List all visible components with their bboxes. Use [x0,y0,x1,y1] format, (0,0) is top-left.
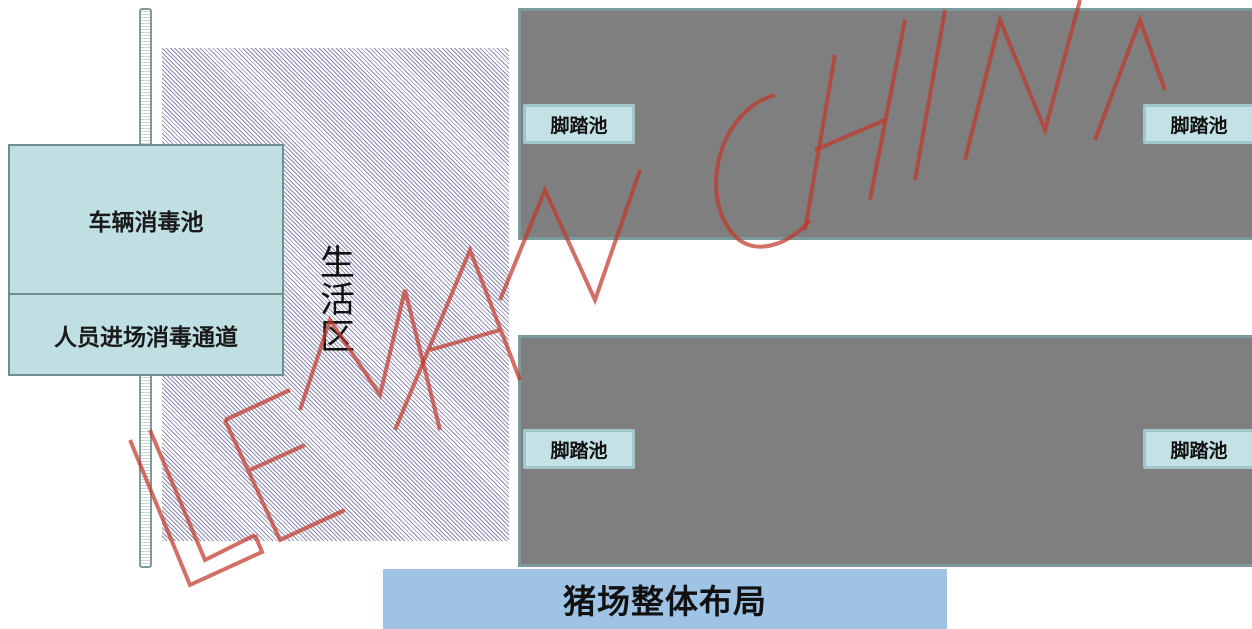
barn-lower: 脚踏池 脚踏池 [518,335,1252,567]
diagram-title: 猪场整体布局 [383,569,947,629]
living-zone-label: 生活区 [314,243,354,355]
gate-divider [10,293,282,295]
footbath-upper-left: 脚踏池 [523,104,635,144]
personnel-disinfection-channel: 人员进场消毒通道 [54,324,238,351]
footbath-lower-right: 脚踏池 [1143,429,1252,469]
footbath-upper-right: 脚踏池 [1143,104,1252,144]
barn-upper: 脚踏池 脚踏池 [518,8,1252,240]
vehicle-disinfection-pool: 车辆消毒池 [88,209,204,236]
entrance-gate-block: 车辆消毒池 人员进场消毒通道 [8,144,284,376]
footbath-lower-left: 脚踏池 [523,429,635,469]
